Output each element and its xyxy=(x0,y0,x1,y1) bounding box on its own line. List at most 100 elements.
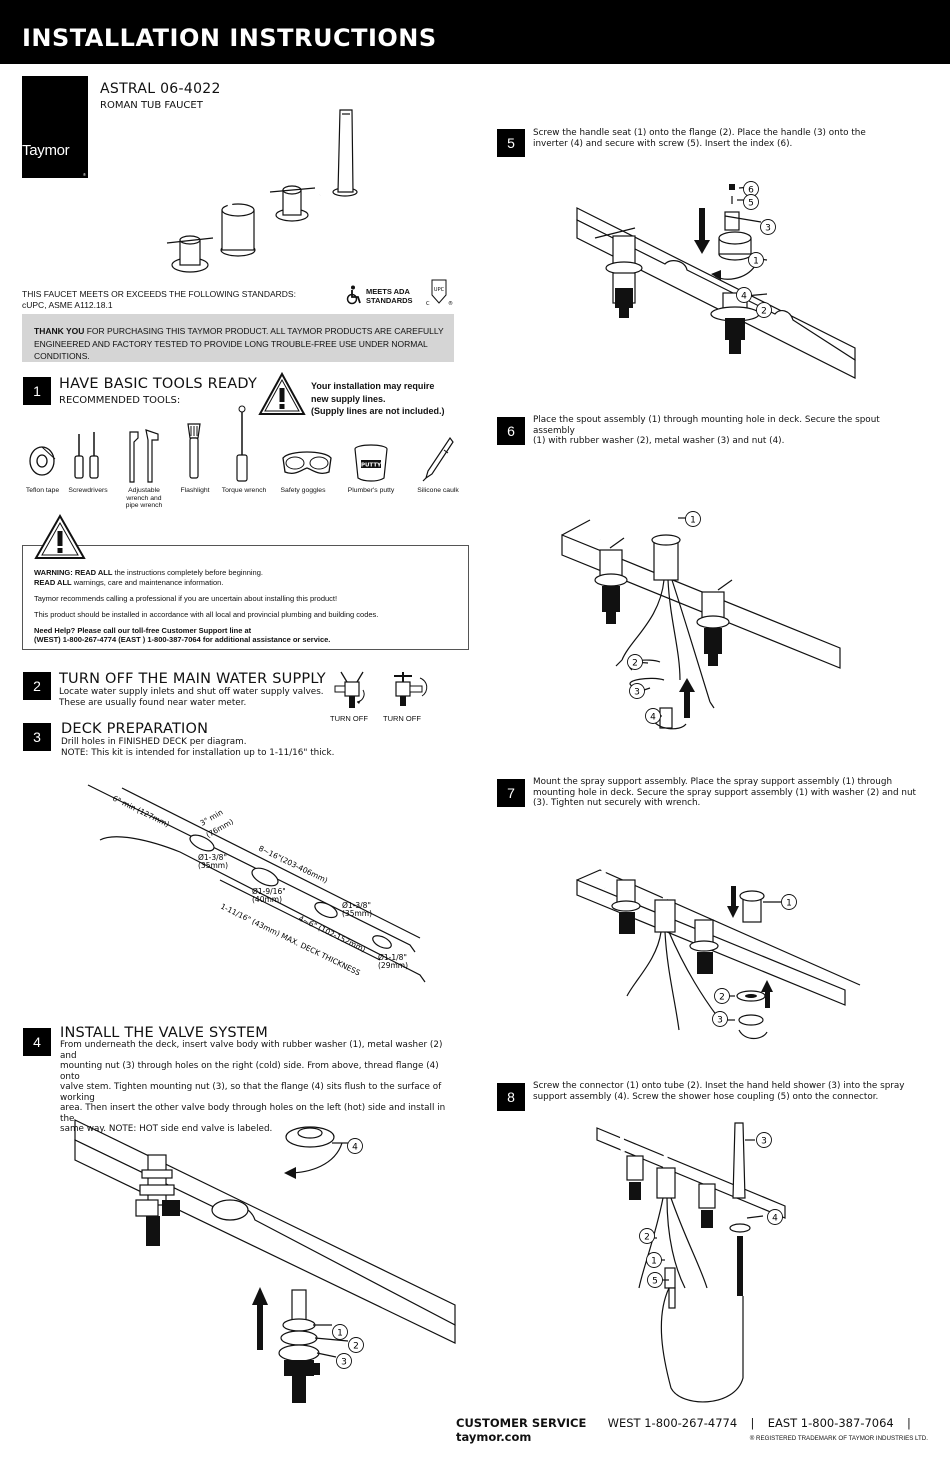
warning-text-1: the instructions completely before begin… xyxy=(112,568,263,577)
callout-2-step6: 2 xyxy=(627,654,643,670)
callout-5-step8: 5 xyxy=(647,1272,663,1288)
svg-text:1: 1 xyxy=(337,1329,343,1339)
page-title: INSTALLATION INSTRUCTIONS xyxy=(22,24,437,52)
warning-bold-2: READ ALL xyxy=(34,578,72,587)
step-3-text-1: Drill holes in FINISHED DECK per diagram… xyxy=(61,737,247,747)
standards-line-2: cUPC, ASME A112.18.1 xyxy=(22,300,113,310)
plumbers-putty-icon: PUTTY xyxy=(354,444,388,482)
turn-off-label-2: TURN OFF xyxy=(383,714,421,723)
callout-3-step5: 3 xyxy=(760,219,776,235)
footer-label: CUSTOMER SERVICE xyxy=(456,1416,587,1430)
step-1-title: HAVE BASIC TOOLS READY xyxy=(59,376,258,392)
step-2-text-1: Locate water supply inlets and shut off … xyxy=(59,687,324,697)
step-6-text: Place the spout assembly (1) through mou… xyxy=(533,415,923,447)
silicone-caulk-icon xyxy=(422,436,454,482)
spout-install-diagram xyxy=(561,455,841,730)
customer-service-footer: CUSTOMER SERVICE WEST 1-800-267-4774 | E… xyxy=(456,1416,950,1444)
svg-text:2: 2 xyxy=(644,1233,650,1243)
ada-standards-label: MEETS ADA STANDARDS xyxy=(366,287,413,305)
step-3-text-2: NOTE: This kit is intended for installat… xyxy=(61,748,335,758)
hole-2-diam: Ø1-9/16" xyxy=(252,887,286,896)
supply-note-1: Your installation may require xyxy=(311,381,435,391)
step-7-line-3: (3). Tighten nut securely with wrench. xyxy=(533,798,701,808)
screwdrivers-icon xyxy=(74,432,99,479)
callout-1-step5: 1 xyxy=(748,252,764,268)
footer-trademark: ® REGISTERED TRADEMARK OF TAYMOR INDUSTR… xyxy=(749,1435,928,1442)
hole-1-mm: (35mm) xyxy=(198,861,228,870)
callout-3-step7: 3 xyxy=(712,1011,728,1027)
hand-shower-diagram xyxy=(596,1115,786,1403)
handle-install-diagram xyxy=(576,184,856,379)
step-4-line-4: area. Then insert the other valve body t… xyxy=(60,1103,446,1124)
step-6-line-2: (1) with rubber washer (2), metal washer… xyxy=(533,436,785,446)
step-4-line-2: mounting nut (3) through holes on the ri… xyxy=(60,1061,439,1082)
step-5-line-2: inverter (4) and secure with screw (5). … xyxy=(533,138,793,149)
shutoff-valve-icon xyxy=(394,672,428,706)
safety-goggles-icon xyxy=(282,451,332,474)
spray-support-diagram xyxy=(576,828,861,1040)
step-8-number: 8 xyxy=(497,1083,525,1111)
warning-line-6: (WEST) 1-800-267-4774 (EAST ) 1-800-387-… xyxy=(34,635,331,644)
svg-text:1: 1 xyxy=(753,257,759,267)
callout-2-step5: 2 xyxy=(756,302,772,318)
step-4-line-1: From underneath the deck, insert valve b… xyxy=(60,1040,443,1061)
callout-1-step8: 1 xyxy=(646,1252,662,1268)
hole-3-mm: (35mm) xyxy=(342,909,372,918)
warning-line-4: This product should be installed in acco… xyxy=(34,610,379,619)
step-7-line-2: mounting hole in deck. Secure the spray … xyxy=(533,787,916,798)
callout-4-step8: 4 xyxy=(767,1209,783,1225)
standards-text: THIS FAUCET MEETS OR EXCEEDS THE FOLLOWI… xyxy=(22,289,296,311)
svg-text:2: 2 xyxy=(353,1342,359,1352)
step-4-number: 4 xyxy=(23,1028,51,1056)
footer-west-phone[interactable]: WEST 1-800-267-4774 xyxy=(607,1416,738,1430)
tool-label-screwdrivers: Screwdrivers xyxy=(68,487,108,494)
step-1-subtitle: RECOMMENDED TOOLS: xyxy=(59,395,181,406)
warning-line-2: READ ALL warnings, care and maintenance … xyxy=(34,578,223,588)
supply-note-2: new supply lines. xyxy=(311,393,386,404)
callout-5-step5: 5 xyxy=(743,194,759,210)
shutoff-valve-icon xyxy=(334,671,365,708)
step-4-title: INSTALL THE VALVE SYSTEM xyxy=(60,1025,268,1041)
faucet-product-illustration xyxy=(166,109,358,273)
supply-lines-note: Your installation may require new supply… xyxy=(311,380,445,418)
torque-wrench-icon xyxy=(236,405,248,482)
thanks-line-2: ENGINEERED AND FACTORY TESTED TO PROVIDE… xyxy=(34,338,428,362)
svg-text:2: 2 xyxy=(632,659,638,669)
step-5-line-1: Screw the handle seat (1) onto the flang… xyxy=(533,128,866,138)
logo-text: Taymor xyxy=(22,142,70,159)
svg-text:6: 6 xyxy=(748,186,754,196)
ada-wheelchair-icon xyxy=(346,285,361,305)
tool-label-caulk: Silicone caulk xyxy=(417,487,459,494)
step-4-line-3: valve stem. Tighten mounting nut (3), so… xyxy=(60,1082,442,1103)
footer-east-phone[interactable]: EAST 1-800-387-7064 xyxy=(767,1416,894,1430)
svg-text:®: ® xyxy=(448,300,453,307)
hole-1-diam: Ø1-3/8" xyxy=(198,853,227,862)
valve-install-diagram xyxy=(74,1119,456,1403)
thank-you-banner: THANK YOU FOR PURCHASING THIS TAYMOR PRO… xyxy=(22,314,454,362)
tool-label-torque-wrench: Torque wrench xyxy=(221,487,267,494)
callout-4-step5: 4 xyxy=(736,287,752,303)
tool-label-wrench: Adjustable wrench and pipe wrench xyxy=(125,487,163,509)
warning-box xyxy=(22,545,469,650)
step-2-title: TURN OFF THE MAIN WATER SUPPLY xyxy=(59,671,326,687)
teflon-tape-icon xyxy=(29,446,56,476)
callout-2-step4: 2 xyxy=(348,1337,364,1353)
thanks-line-1: FOR PURCHASING THIS TAYMOR PRODUCT. ALL … xyxy=(84,326,444,336)
callout-4-step4: 4 xyxy=(347,1138,363,1154)
step-4-line-5: same way. NOTE: HOT side end valve is la… xyxy=(60,1124,273,1134)
tool-label-goggles: Safety goggles xyxy=(280,487,326,494)
footer-website-link[interactable]: taymor.com xyxy=(456,1430,532,1444)
footer-separator-2: | xyxy=(907,1416,911,1430)
step-6-line-1: Place the spout assembly (1) through mou… xyxy=(533,415,880,436)
callout-1-step7: 1 xyxy=(781,894,797,910)
warning-line-5: Need Help? Please call our toll-free Cus… xyxy=(34,626,252,635)
hole-4-diam: Ø1-1/8" xyxy=(378,953,407,962)
warning-bold-1: WARNING: READ ALL xyxy=(34,568,113,577)
warning-triangle-icon xyxy=(34,513,86,559)
product-name: ASTRAL 06-4022 xyxy=(100,81,221,97)
step-7-line-1: Mount the spray support assembly. Place … xyxy=(533,777,893,787)
svg-text:3: 3 xyxy=(634,688,640,698)
step-5-text: Screw the handle seat (1) onto the flang… xyxy=(533,128,923,149)
flashlight-icon xyxy=(187,423,201,479)
putty-label: PUTTY xyxy=(361,463,382,469)
